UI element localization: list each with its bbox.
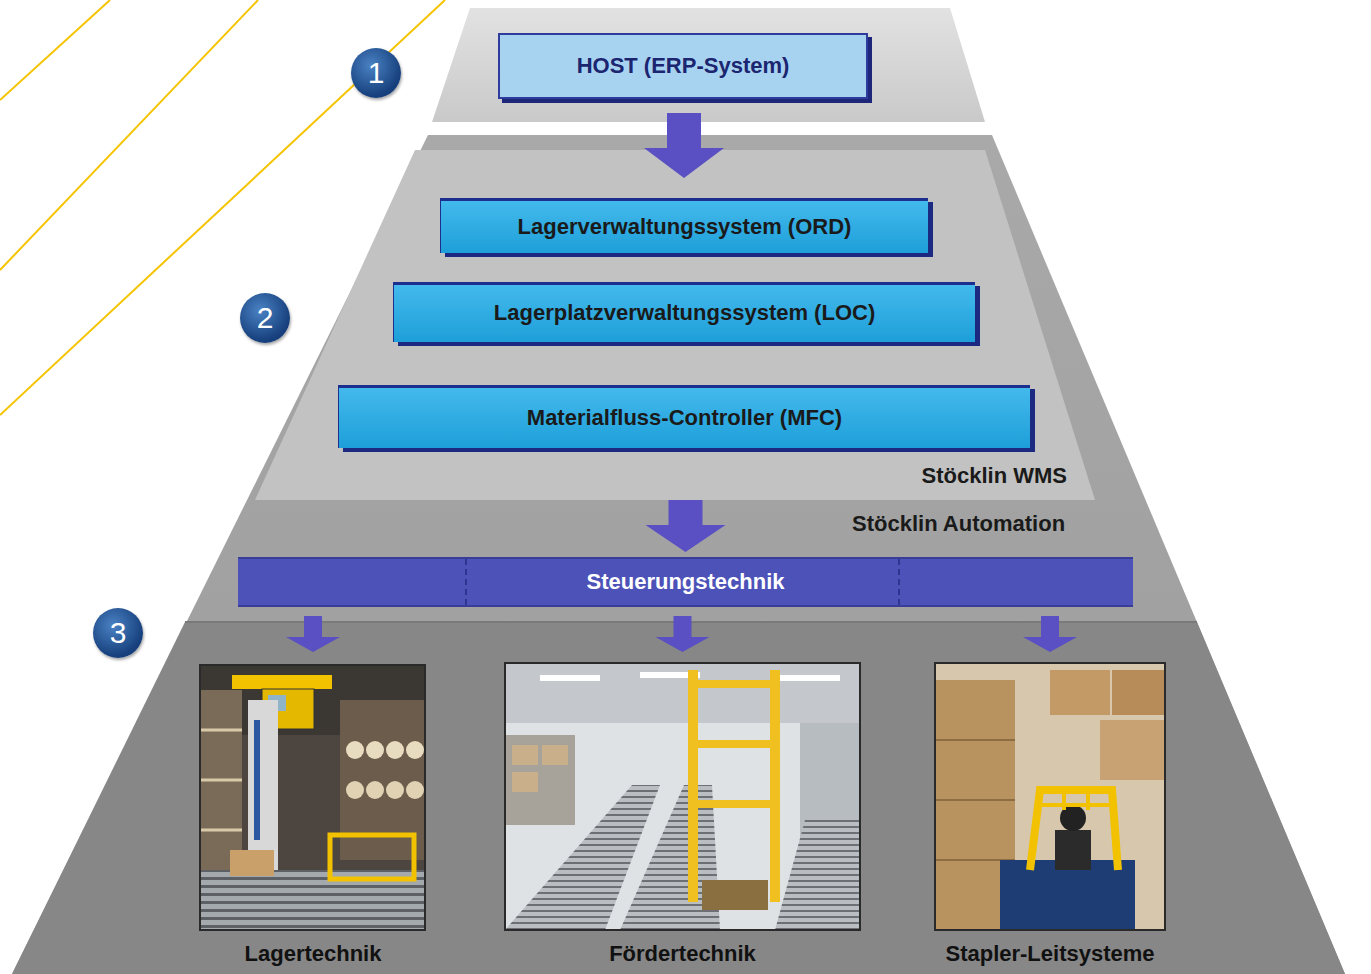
forklift-photo xyxy=(935,739,1015,741)
storage-photo xyxy=(200,829,242,832)
label-anchor: Stöcklin Automation xyxy=(852,511,1065,537)
flow-arrow xyxy=(286,616,340,652)
storage-photo xyxy=(366,741,384,759)
node-text: Stöcklin WMS xyxy=(922,463,1067,489)
pyramid xyxy=(12,135,1345,974)
storage-photo xyxy=(200,779,242,782)
conveyor-photo xyxy=(512,772,538,792)
storage-photo xyxy=(346,781,364,799)
pyramid xyxy=(12,622,1345,974)
conveyor-photo xyxy=(688,670,698,902)
conveyor-photo xyxy=(512,745,538,765)
system-box: Materialfluss-Controller (MFC) xyxy=(338,385,1030,448)
deco-lines xyxy=(0,0,258,270)
node-text: Lagerverwaltungssystem (ORD) xyxy=(518,214,852,240)
conveyor-photo xyxy=(505,663,860,930)
conveyor-photo xyxy=(688,680,780,688)
callout-number: 3 xyxy=(93,608,143,658)
storage-photo xyxy=(330,835,414,879)
storage-photo xyxy=(200,690,242,870)
conveyor-photo xyxy=(688,800,780,808)
system-box: Lagerverwaltungssystem (ORD) xyxy=(440,198,928,253)
storage-photo xyxy=(232,675,332,689)
conveyor-photo xyxy=(688,740,780,748)
conveyor-photo xyxy=(770,670,780,902)
storage-photo xyxy=(254,720,260,840)
storage-photo xyxy=(366,781,384,799)
conveyor-photo xyxy=(505,735,575,825)
storage-photo xyxy=(406,781,424,799)
node-text: Lagertechnik xyxy=(245,941,382,967)
flow-arrow xyxy=(646,500,726,552)
storage-photo xyxy=(200,729,242,732)
forklift-photo xyxy=(1050,670,1110,715)
node-text: Fördertechnik xyxy=(609,941,756,967)
callout-number: 1 xyxy=(351,48,401,98)
storage-photo xyxy=(230,850,274,876)
deco-lines xyxy=(0,0,110,100)
bar-divider xyxy=(898,559,900,605)
forklift-photo xyxy=(1086,790,1090,810)
flow-arrow xyxy=(656,616,710,652)
storage-photo xyxy=(406,741,424,759)
pyramid xyxy=(432,8,985,122)
storage-photo xyxy=(200,665,425,930)
region-shape xyxy=(255,150,1095,500)
conveyor-photo xyxy=(505,663,860,723)
forklift-photo xyxy=(1100,720,1165,780)
conveyor-photo xyxy=(542,745,568,765)
forklift-photo xyxy=(1040,803,1112,807)
label-anchor: 2 xyxy=(240,293,290,343)
callout-number: 2 xyxy=(240,293,290,343)
node-text: Steuerungstechnik xyxy=(586,569,784,595)
label-anchor: 1 xyxy=(351,48,401,98)
label-anchor: 3 xyxy=(93,608,143,658)
forklift-photo xyxy=(935,799,1015,801)
pyramid xyxy=(12,8,1345,974)
storage-photo xyxy=(386,741,404,759)
device-panel: Fördertechnik xyxy=(500,660,865,970)
forklift-photo xyxy=(1112,670,1165,715)
forklift-photo xyxy=(1000,860,1135,930)
flow-arrow xyxy=(1023,616,1077,652)
forklift-photo xyxy=(935,663,1165,930)
conveyor-photo xyxy=(780,675,840,681)
device-panel: Stapler-Leitsysteme xyxy=(925,660,1174,970)
storage-photo xyxy=(386,781,404,799)
storage-photo xyxy=(200,665,425,930)
layer-label: Stöcklin Automation xyxy=(852,511,1065,537)
forklift-photo xyxy=(1055,830,1091,870)
forklift-photo xyxy=(935,663,1165,930)
forklift-photo xyxy=(935,663,1165,930)
node-text: HOST (ERP-System) xyxy=(577,53,790,79)
pyramid xyxy=(185,621,1197,623)
system-box: Lagerplatzverwaltungssystem (LOC) xyxy=(393,282,975,342)
forklift-photo xyxy=(1030,790,1118,870)
conveyor-photo xyxy=(505,663,860,930)
bar-divider xyxy=(465,559,467,605)
conveyor-photo xyxy=(775,820,860,930)
storage-photo xyxy=(248,700,278,870)
storage-photo xyxy=(200,665,425,930)
wms-region: Stöcklin WMS Lagerverwaltungssystem (ORD)… xyxy=(255,150,1095,500)
node-text: Materialfluss-Controller (MFC) xyxy=(527,405,842,431)
control-bar: Steuerungstechnik xyxy=(238,557,1133,607)
host-system-box: HOST (ERP-System) xyxy=(498,33,868,99)
node-text: Lagerplatzverwaltungssystem (LOC) xyxy=(494,300,875,326)
forklift-photo xyxy=(1062,790,1066,810)
device-panel: Lagertechnik xyxy=(193,660,433,970)
conveyor-photo xyxy=(702,880,768,910)
conveyor-photo xyxy=(540,675,600,681)
node-text: Stapler-Leitsysteme xyxy=(945,941,1154,967)
conveyor-photo xyxy=(505,663,860,930)
storage-photo xyxy=(346,741,364,759)
